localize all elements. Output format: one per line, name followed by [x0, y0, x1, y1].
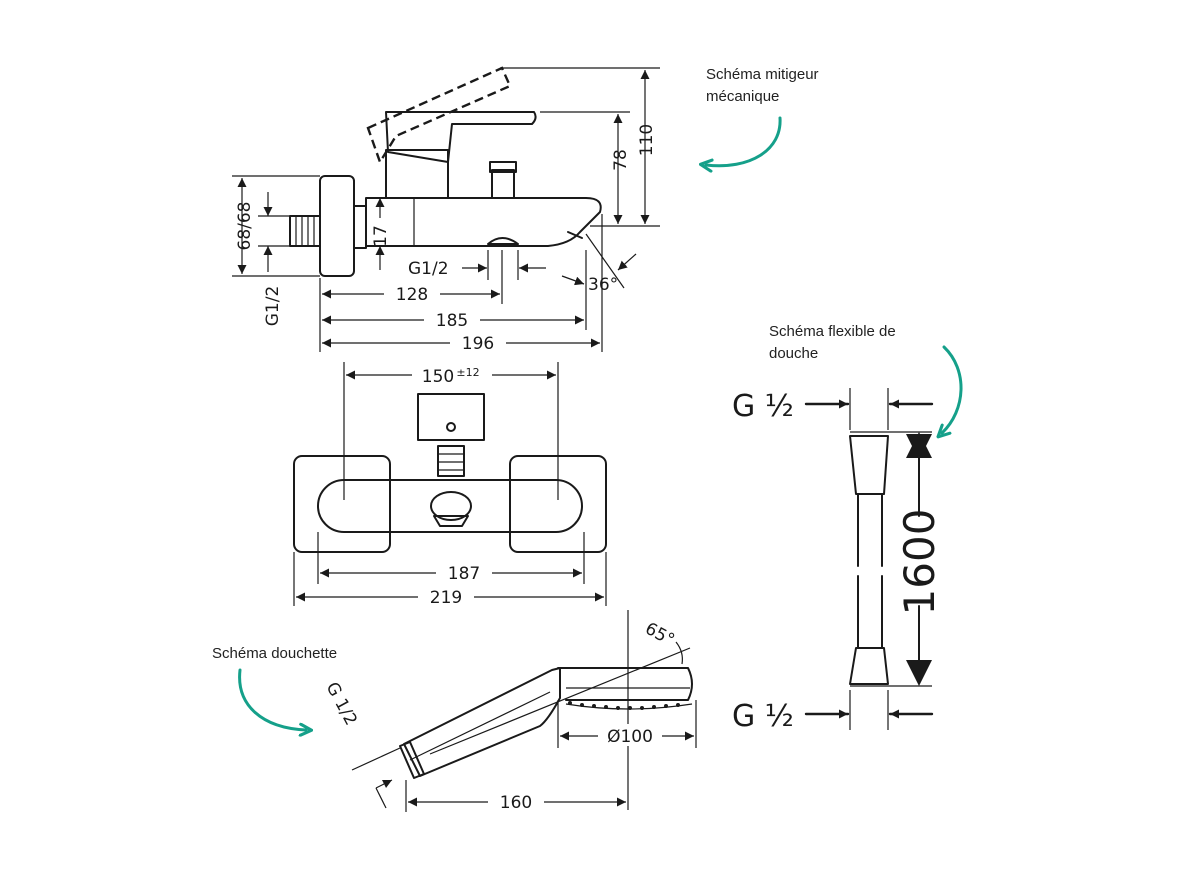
shower-thread-text: G 1/2 [322, 679, 361, 729]
dim-128: 128 [319, 250, 503, 352]
shower-hose: G ½ 1600 G ½ [732, 388, 944, 734]
mixer-caption-line2: mécanique [706, 88, 779, 105]
thread-left-text: G1/2 [263, 286, 283, 327]
dim-68-68: 68/68 [232, 175, 320, 277]
mixer-pointer-arrow [706, 116, 782, 166]
hand-shower: 65° Ø100 160 G 1/2 [322, 610, 697, 813]
mixer-caption-line1: Schéma mitigeur [706, 66, 819, 83]
dim-17: 17 [371, 198, 391, 270]
spout-thread-text: G1/2 [408, 259, 449, 279]
dim-185: 185 [322, 250, 587, 331]
dim-150-text: 150 [422, 367, 454, 387]
hose-caption-line1: Schéma flexible de [769, 323, 896, 340]
mixer-caption: Schéma mitigeur mécanique [706, 66, 819, 105]
dim-196: 196 [322, 214, 603, 354]
dim-196-text: 196 [462, 334, 494, 354]
dim-110-text: 110 [637, 124, 657, 156]
dim-6868-text: 68/68 [235, 202, 255, 251]
hose-caption-line2: douche [769, 345, 818, 362]
hose-length-text: 1600 [895, 509, 944, 616]
angle-36-text: 36° [588, 275, 618, 295]
dim-187-text: 187 [448, 564, 480, 584]
dim-17-text: 17 [371, 225, 391, 247]
shower-pointer-arrow [238, 668, 306, 730]
dim-110: 110 [500, 67, 660, 227]
dim-78: 78 [540, 111, 631, 224]
mixer-top-view: 150 ±12 187 219 [293, 362, 607, 608]
spout-thread: G1/2 [408, 250, 546, 280]
spout-angle: 36° [561, 233, 637, 295]
shower-diameter-text: Ø100 [607, 727, 653, 747]
shower-caption-line1: Schéma douchette [212, 645, 337, 662]
hose-caption: Schéma flexible de douche [769, 323, 896, 362]
shower-length-text: 160 [500, 793, 532, 813]
shower-angle-text: 65° [642, 619, 678, 651]
dim-185-text: 185 [436, 311, 468, 331]
hose-thread-bottom-text: G ½ [732, 699, 794, 734]
dim-219-text: 219 [430, 588, 462, 608]
shower-caption: Schéma douchette [212, 645, 337, 662]
mixer-side-view [289, 66, 602, 277]
dim-128-text: 128 [396, 285, 428, 305]
dim-78-text: 78 [611, 149, 631, 171]
hose-pointer-arrow [942, 345, 963, 433]
hose-thread-top-text: G ½ [732, 389, 794, 424]
dim-150-tolerance: ±12 [456, 366, 479, 379]
